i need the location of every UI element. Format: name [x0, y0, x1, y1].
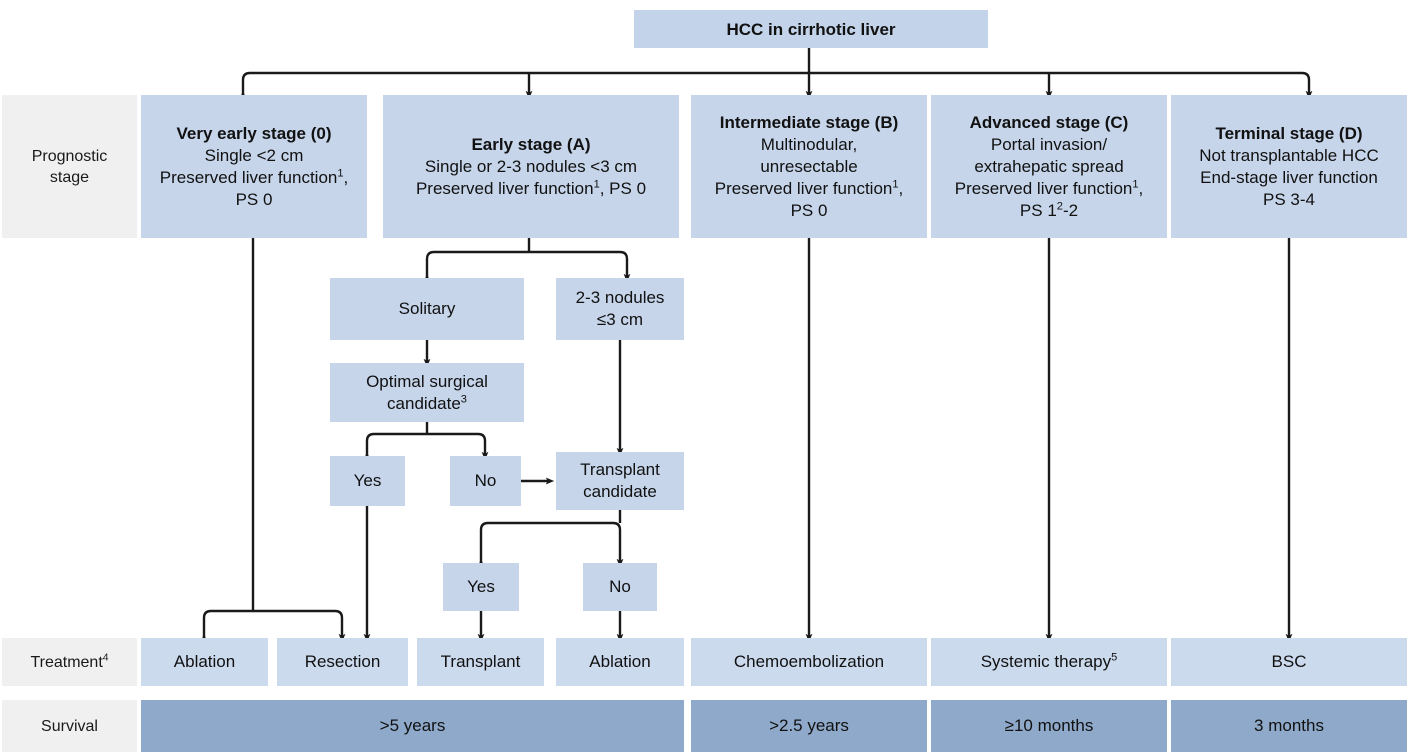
decision-label-nodules-count: 2-3 nodules [575, 288, 665, 307]
stage-line-multinodular: Multinodular, [760, 135, 858, 154]
decision-box-yes-transplant[interactable]: Yes [443, 563, 519, 611]
survival-label: >2.5 years [769, 716, 849, 735]
treatment-label: Systemic therapy5 [980, 651, 1118, 671]
decision-label-transplant-line1: Transplant [580, 460, 660, 479]
footnote-marker-1: 1 [593, 178, 600, 191]
row-label-prognostic-line1: Prognostic [31, 147, 108, 165]
stage-line-ps: PS 12-2 [1019, 200, 1079, 220]
footnote-marker-1: 1 [337, 167, 344, 180]
survival-box-advanced: ≥10 months [931, 700, 1167, 752]
footnote-marker-1: 1 [1132, 178, 1139, 191]
treatment-box-bsc[interactable]: BSC [1171, 638, 1407, 686]
stage-line-size: Single <2 cm [204, 146, 304, 165]
stage-box-intermediate-b[interactable]: Intermediate stage (B) Multinodular, unr… [691, 95, 927, 238]
treatment-label: Chemoembolization [733, 652, 885, 671]
decision-box-no-transplant[interactable]: No [583, 563, 657, 611]
decision-label-no-surgical: No [474, 471, 497, 490]
stage-box-very-early-0[interactable]: Very early stage (0) Single <2 cm Preser… [141, 95, 367, 238]
footnote-marker-3: 3 [460, 392, 467, 405]
decision-box-transplant-candidate[interactable]: Transplant candidate [556, 452, 684, 510]
row-label-treatment: Treatment4 [2, 638, 137, 686]
treatment-label: Ablation [173, 652, 236, 671]
footnote-marker-4: 4 [102, 652, 109, 664]
stage-title-very-early: Very early stage (0) [176, 124, 332, 143]
decision-box-optimal-surgical-candidate[interactable]: Optimal surgical candidate3 [330, 363, 524, 422]
decision-label-optimal-line2: candidate3 [387, 392, 467, 413]
footnote-marker-2: 2 [1056, 200, 1063, 213]
stage-line-nodules: Single or 2-3 nodules <3 cm [424, 157, 638, 176]
decision-label-transplant-line2: candidate [583, 482, 657, 501]
stage-box-terminal-d[interactable]: Terminal stage (D) Not transplantable HC… [1171, 95, 1407, 238]
decision-label-yes-transplant: Yes [467, 577, 495, 596]
stage-title-intermediate: Intermediate stage (B) [719, 113, 899, 132]
row-label-treatment-text: Treatment4 [30, 652, 109, 671]
row-label-prognostic-line2: stage [49, 168, 90, 186]
survival-label: ≥10 months [1004, 716, 1094, 735]
stage-line-ps: PS 3-4 [1263, 190, 1315, 209]
decision-label-optimal-line1: Optimal surgical [366, 371, 488, 391]
stage-line-ps: PS 0 [790, 201, 828, 220]
root-node-label: HCC in cirrhotic liver [726, 19, 896, 39]
footnote-marker-5: 5 [1111, 651, 1118, 664]
stage-line-liver-function: Preserved liver function1, PS 0 [415, 178, 647, 198]
treatment-label: Ablation [589, 652, 651, 671]
survival-box-terminal: 3 months [1171, 700, 1407, 752]
treatment-label: BSC [1271, 652, 1307, 671]
decision-label-solitary: Solitary [398, 299, 456, 318]
treatment-box-systemic-therapy[interactable]: Systemic therapy5 [931, 638, 1167, 686]
survival-label: >5 years [379, 716, 446, 735]
footnote-marker-1: 1 [892, 178, 899, 191]
decision-box-solitary[interactable]: Solitary [330, 278, 524, 340]
row-label-survival-text: Survival [41, 717, 98, 735]
stage-title-advanced: Advanced stage (C) [969, 113, 1129, 132]
stage-line-extrahepatic-spread: extrahepatic spread [974, 157, 1124, 176]
stage-line-liver-function: Preserved liver function1, [954, 178, 1144, 198]
stage-line-portal-invasion: Portal invasion/ [990, 135, 1108, 154]
root-node-hcc-in-cirrhotic-liver: HCC in cirrhotic liver [634, 10, 988, 48]
survival-label: 3 months [1254, 716, 1324, 735]
stage-box-early-a[interactable]: Early stage (A) Single or 2-3 nodules <3… [383, 95, 679, 238]
survival-box-intermediate: >2.5 years [691, 700, 927, 752]
treatment-box-chemoembolization[interactable]: Chemoembolization [691, 638, 927, 686]
row-label-survival: Survival [2, 700, 137, 752]
stage-title-early: Early stage (A) [471, 135, 591, 154]
treatment-box-ablation-very-early[interactable]: Ablation [141, 638, 268, 686]
stage-line-liver-function: Preserved liver function1, [714, 178, 904, 198]
row-label-prognostic-stage: Prognostic stage [2, 95, 137, 238]
stage-line-unresectable: unresectable [760, 157, 858, 176]
stage-title-terminal: Terminal stage (D) [1215, 124, 1363, 143]
stage-line-ps: PS 0 [235, 190, 273, 209]
decision-label-nodules-size: ≤3 cm [596, 310, 644, 329]
decision-label-no-transplant: No [609, 577, 631, 596]
decision-box-2-3-nodules[interactable]: 2-3 nodules ≤3 cm [556, 278, 684, 340]
treatment-box-resection[interactable]: Resection [277, 638, 408, 686]
decision-label-yes-surgical: Yes [353, 471, 382, 490]
treatment-box-transplant[interactable]: Transplant [417, 638, 544, 686]
survival-box-early-stages: >5 years [141, 700, 684, 752]
stage-box-advanced-c[interactable]: Advanced stage (C) Portal invasion/ extr… [931, 95, 1167, 238]
treatment-box-ablation-nodules[interactable]: Ablation [556, 638, 684, 686]
treatment-label: Transplant [440, 652, 521, 671]
treatment-label: Resection [304, 652, 381, 671]
stage-line-end-stage-liver: End-stage liver function [1200, 168, 1378, 187]
decision-box-no-surgical[interactable]: No [450, 456, 521, 506]
decision-box-yes-surgical[interactable]: Yes [330, 456, 405, 506]
stage-line-not-transplantable: Not transplantable HCC [1199, 146, 1379, 165]
stage-line-liver-function: Preserved liver function1, [159, 167, 349, 187]
